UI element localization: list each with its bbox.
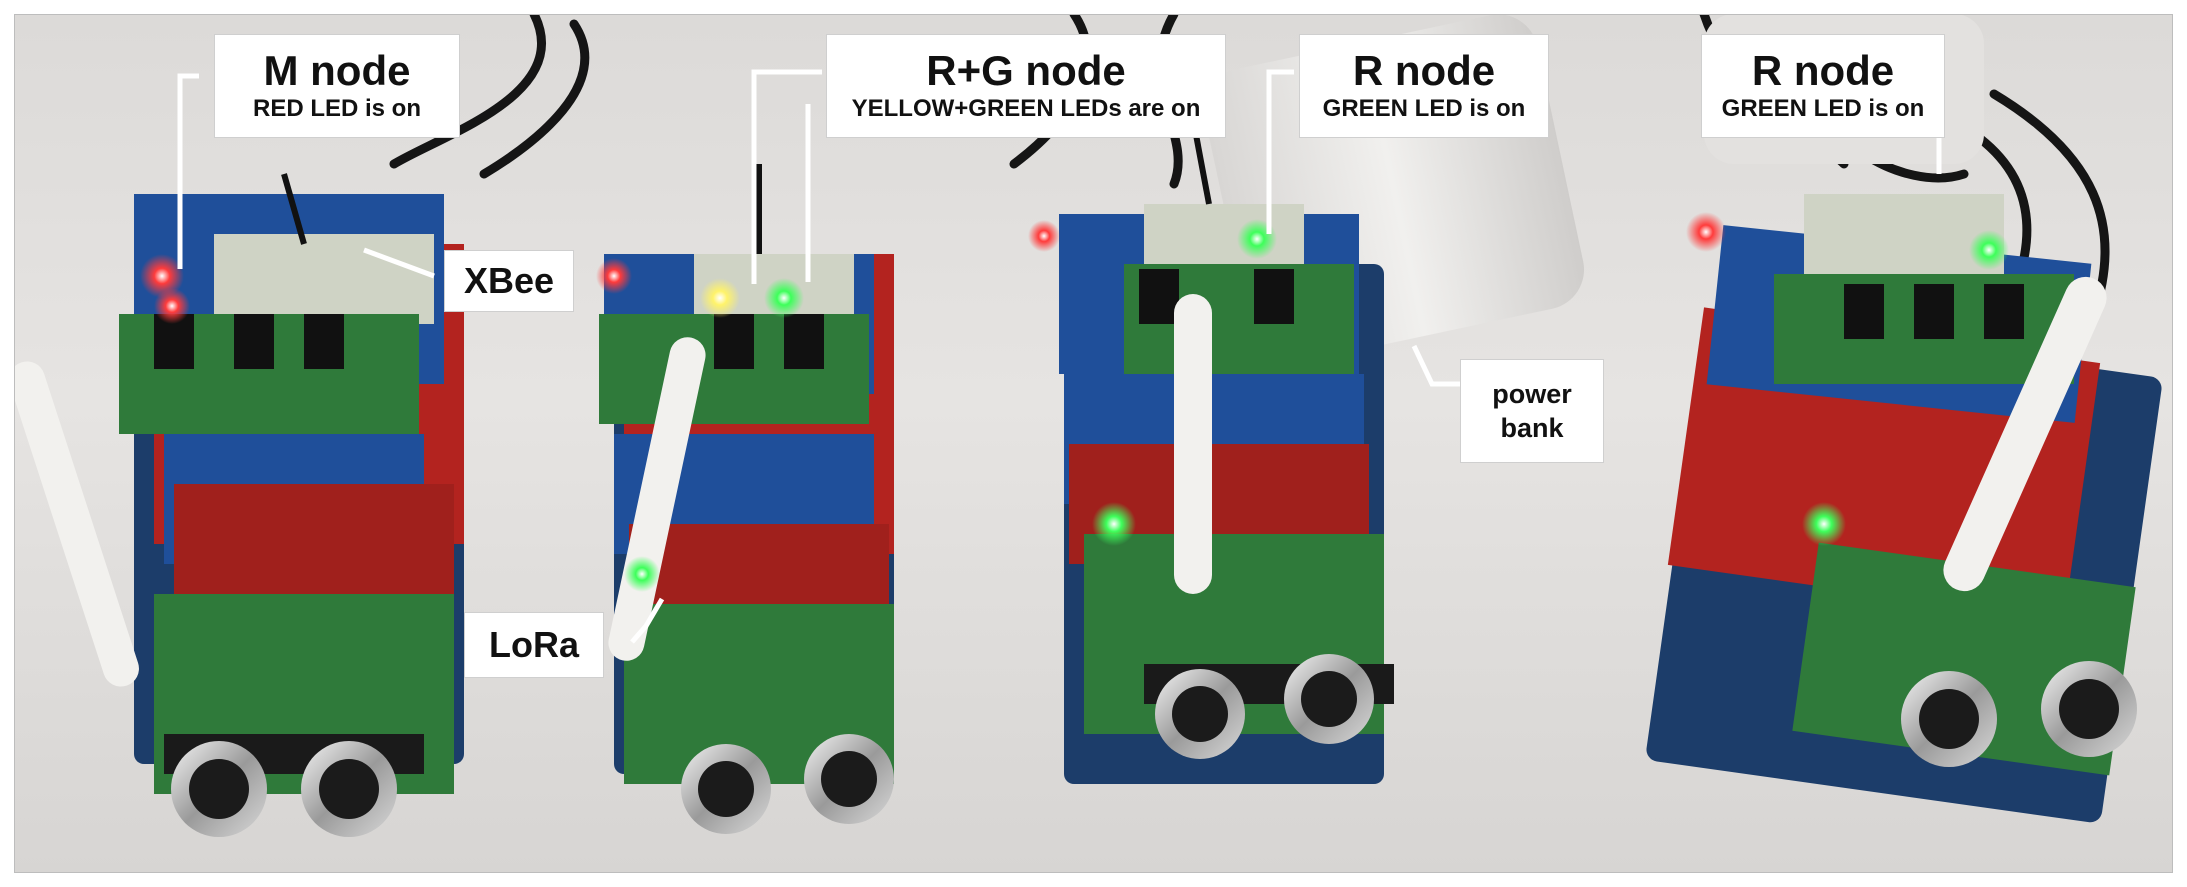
power-bank-line2: bank (1500, 413, 1564, 443)
m-node-device (14, 173, 464, 837)
rg-node-title: R+G node (926, 47, 1126, 94)
xbee-label: XBee (444, 250, 574, 312)
rg-node-device (599, 164, 894, 834)
green-led (624, 556, 660, 592)
iot-nodes-photo: M node RED LED is on R+G node YELLOW+GRE… (14, 14, 2173, 873)
m-node-subtitle: RED LED is on (252, 95, 421, 122)
r-node-2-label: R node GREEN LED is on (1701, 34, 1945, 138)
photo-scene (14, 14, 2162, 837)
rg-node-label: R+G node YELLOW+GREEN LEDs are on (826, 34, 1226, 138)
green-led (1969, 230, 2009, 270)
r-node-2-device (1646, 194, 2162, 823)
power-bank-label: power bank (1460, 359, 1604, 463)
green-led (764, 278, 804, 318)
r-node-1-title: R node (1352, 47, 1496, 94)
green-led (1092, 502, 1136, 546)
green-led (1802, 502, 1846, 546)
r-node-2-title: R node (1751, 47, 1895, 94)
yellow-led (700, 278, 740, 318)
lora-text: LoRa (489, 624, 579, 665)
r-node-1-label: R node GREEN LED is on (1299, 34, 1549, 138)
power-bank-line1: power (1492, 379, 1572, 409)
leds (140, 212, 2009, 592)
xbee-text: XBee (463, 260, 555, 301)
lora-label: LoRa (464, 612, 604, 678)
red-led (154, 288, 190, 324)
red-led (1028, 220, 1060, 252)
r-node-1-device (1059, 123, 1394, 784)
red-led (140, 254, 184, 298)
rg-node-subtitle: YELLOW+GREEN LEDs are on (851, 95, 1201, 122)
m-node-title: M node (263, 47, 411, 94)
leader-lines (177, 69, 1942, 644)
r-node-2-subtitle: GREEN LED is on (1721, 95, 1925, 122)
m-node-label: M node RED LED is on (214, 34, 460, 138)
red-led (596, 258, 632, 294)
red-led (1686, 212, 1726, 252)
r-node-1-subtitle: GREEN LED is on (1322, 95, 1526, 122)
